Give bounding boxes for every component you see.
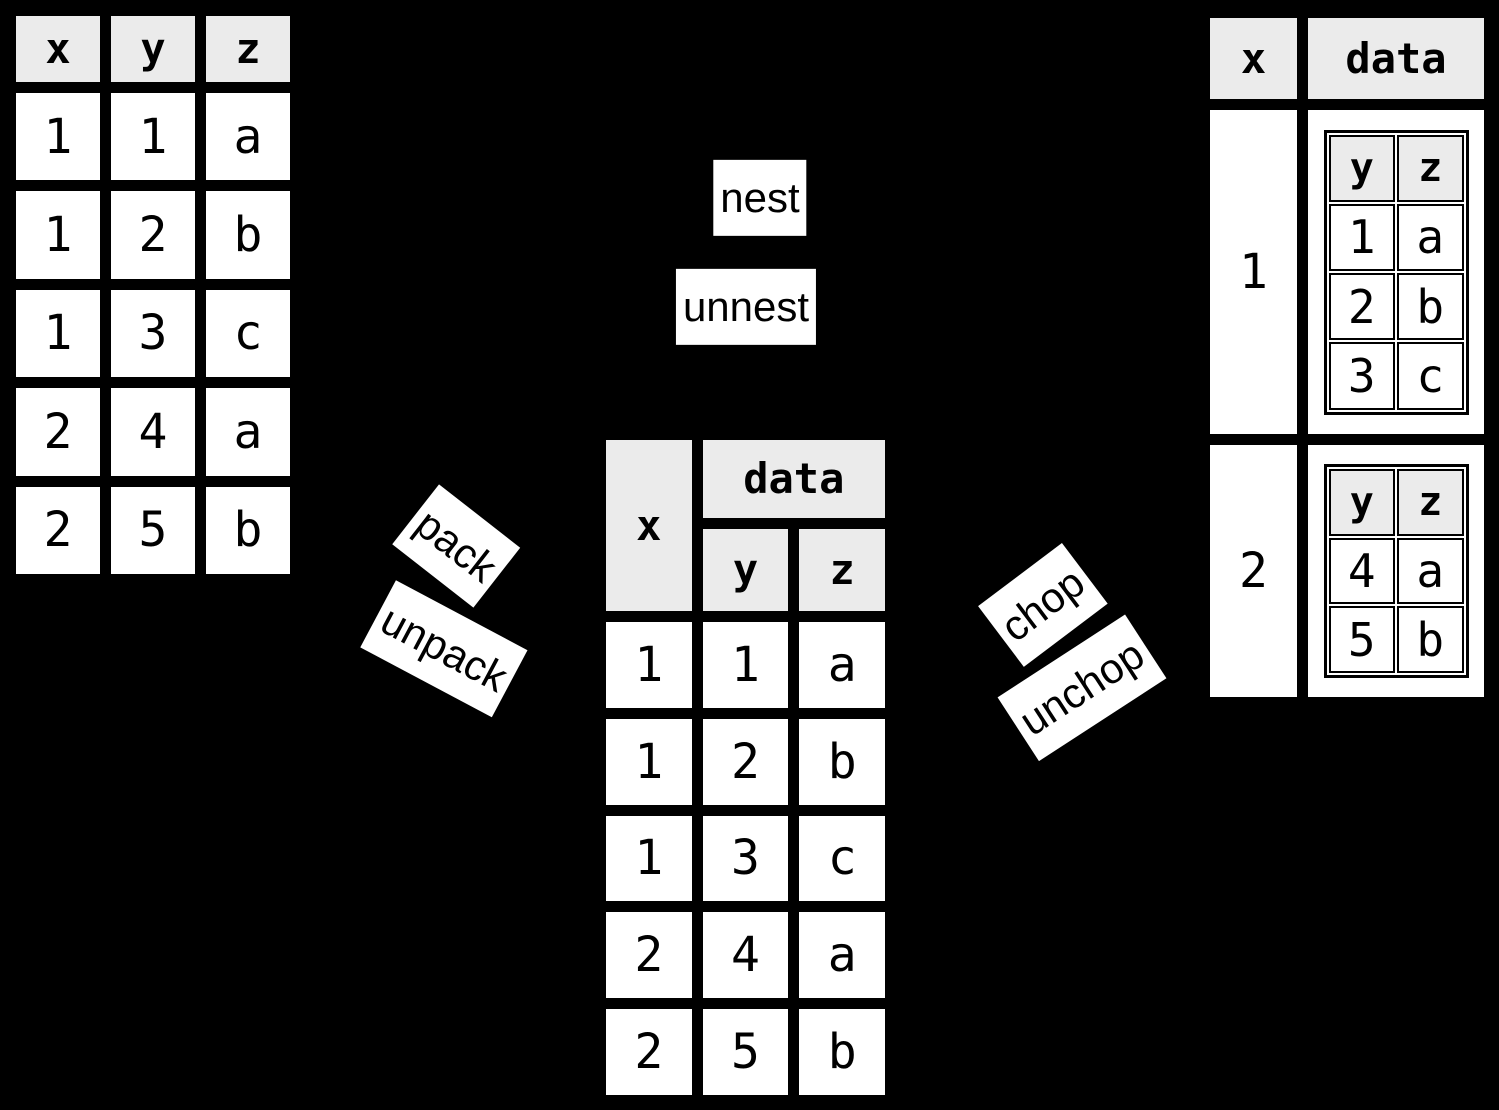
- table-cell: 2: [603, 909, 695, 1002]
- table-cell: b: [1397, 273, 1464, 341]
- nested-x-value: 2: [1207, 442, 1300, 700]
- mini-header-y: y: [1328, 134, 1395, 202]
- nested-mini-table-1: y z 1 a 2 b 3 c: [1323, 129, 1469, 415]
- table-cell: b: [1397, 606, 1464, 673]
- unpack-operation-label: unpack: [360, 580, 528, 718]
- nested-data-cell: y z 4 a 5 b: [1305, 442, 1487, 700]
- table-cell: 2: [13, 483, 103, 577]
- packed-subheader-y: y: [699, 526, 792, 614]
- table-cell: 1: [603, 715, 695, 808]
- table-cell: a: [203, 385, 293, 479]
- unnest-operation-label: unnest: [675, 268, 817, 346]
- mini-header-z: z: [1397, 134, 1464, 202]
- nested-table: x data 1 y z 1 a 2 b 3 c 2 y z 4 a 5 b: [1207, 15, 1487, 700]
- packed-subheader-z: z: [796, 526, 888, 614]
- nested-x-value: 1: [1207, 107, 1300, 437]
- mini-header-z: z: [1397, 469, 1464, 536]
- table-cell: 4: [699, 909, 792, 1002]
- flat-header-x: x: [13, 13, 103, 85]
- table-cell: b: [203, 483, 293, 577]
- packed-table: x data y z 1 1 a 1 2 b 1 3 c 2 4 a 2 5 b: [603, 437, 888, 1098]
- table-cell: a: [1397, 537, 1464, 605]
- table-cell: a: [203, 90, 293, 184]
- table-cell: 1: [13, 188, 103, 282]
- table-cell: 4: [108, 385, 198, 479]
- table-cell: 5: [108, 483, 198, 577]
- packed-header-data: data: [699, 437, 888, 521]
- mini-header-y: y: [1328, 469, 1395, 536]
- table-cell: 1: [13, 286, 103, 381]
- table-cell: c: [1397, 342, 1464, 410]
- table-cell: 2: [603, 1006, 695, 1098]
- table-cell: c: [203, 286, 293, 381]
- table-cell: b: [796, 715, 888, 808]
- table-cell: c: [796, 812, 888, 905]
- table-cell: 5: [1328, 606, 1395, 673]
- nest-operation-label: nest: [713, 159, 807, 237]
- packed-header-x: x: [603, 437, 695, 614]
- flat-header-y: y: [108, 13, 198, 85]
- table-cell: 2: [108, 188, 198, 282]
- nested-header-data: data: [1305, 15, 1487, 102]
- table-cell: 1: [108, 90, 198, 184]
- table-cell: 3: [1328, 342, 1395, 410]
- table-cell: a: [1397, 203, 1464, 271]
- table-cell: 2: [13, 385, 103, 479]
- table-cell: 2: [699, 715, 792, 808]
- table-cell: b: [796, 1006, 888, 1098]
- nested-mini-table-2: y z 4 a 5 b: [1323, 464, 1469, 678]
- table-cell: 2: [1328, 273, 1395, 341]
- table-cell: 3: [699, 812, 792, 905]
- table-cell: a: [796, 619, 888, 711]
- flat-table: x y z 1 1 a 1 2 b 1 3 c 2 4 a 2 5 b: [13, 13, 293, 577]
- flat-header-z: z: [203, 13, 293, 85]
- table-cell: 1: [603, 619, 695, 711]
- table-cell: 1: [603, 812, 695, 905]
- nested-data-cell: y z 1 a 2 b 3 c: [1305, 107, 1487, 437]
- table-cell: 1: [1328, 203, 1395, 271]
- table-cell: 1: [13, 90, 103, 184]
- table-cell: a: [796, 909, 888, 1002]
- table-cell: 3: [108, 286, 198, 381]
- table-cell: b: [203, 188, 293, 282]
- table-cell: 4: [1328, 537, 1395, 605]
- nested-header-x: x: [1207, 15, 1300, 102]
- table-cell: 5: [699, 1006, 792, 1098]
- table-cell: 1: [699, 619, 792, 711]
